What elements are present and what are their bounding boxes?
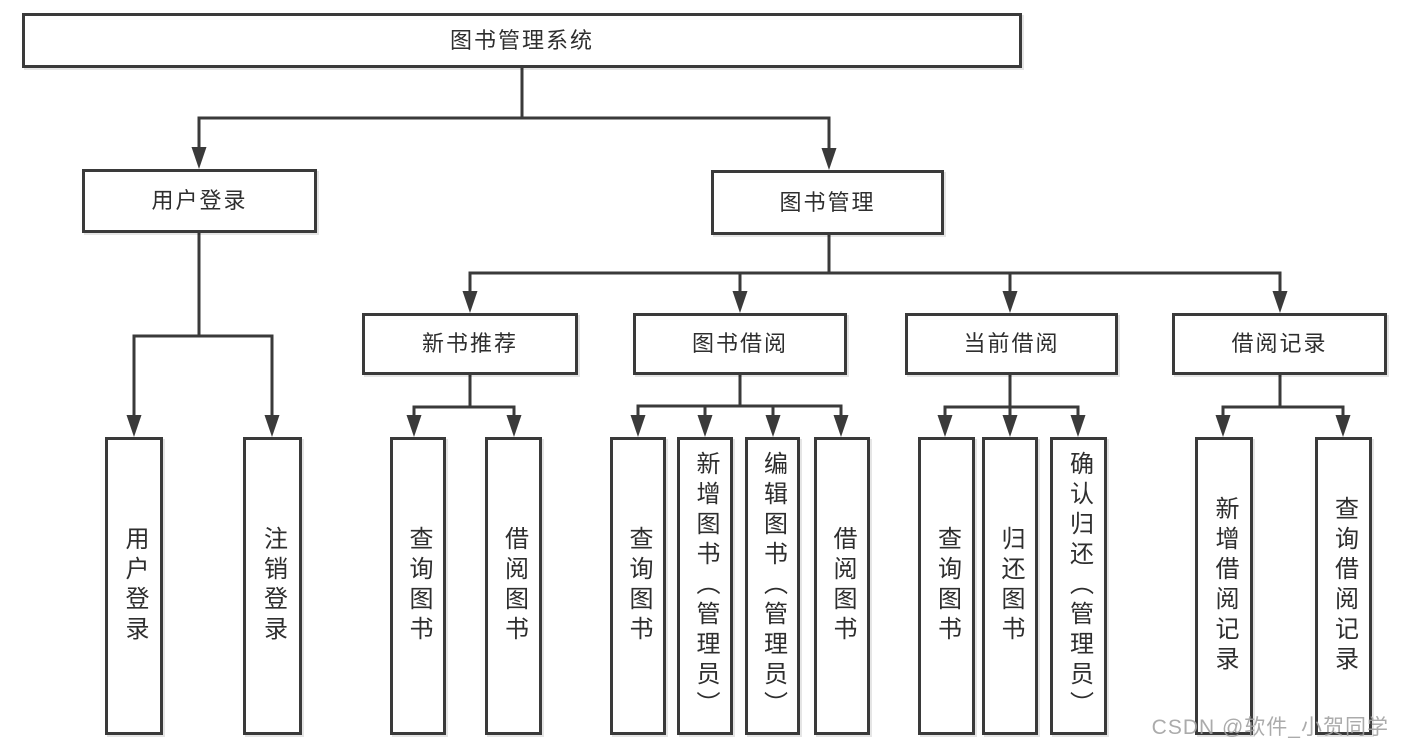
leaf-query-borrow-record: 查询借阅记录 xyxy=(1315,437,1372,735)
node-book-borrow: 图书借阅 xyxy=(633,313,847,375)
arrowhead-icon xyxy=(1335,415,1351,437)
arrowhead-icon xyxy=(1002,291,1018,313)
arrowhead-icon xyxy=(264,415,280,437)
node-label: 查询图书 xyxy=(625,526,652,646)
leaf-confirm-return-admin: 确认归还（管理员） xyxy=(1050,437,1107,735)
leaf-return-books: 归还图书 xyxy=(982,437,1038,735)
arrowhead-icon xyxy=(732,291,748,313)
node-label: 新增借阅记录 xyxy=(1211,496,1238,676)
node-label: 借阅图书 xyxy=(500,526,528,646)
arrowhead-icon xyxy=(1002,415,1018,437)
node-label: 用户登录 xyxy=(121,526,148,646)
arrowhead-icon xyxy=(406,415,422,437)
node-label: 注销登录 xyxy=(259,526,287,646)
arrowhead-icon xyxy=(937,415,953,437)
node-user-login-branch: 用户登录 xyxy=(82,169,317,233)
leaf-logout: 注销登录 xyxy=(243,437,302,735)
node-book-management-branch: 图书管理 xyxy=(711,170,944,235)
arrowhead-icon xyxy=(126,415,142,437)
arrowhead-icon xyxy=(1070,415,1086,437)
node-current-borrow: 当前借阅 xyxy=(905,313,1118,375)
node-label: 新书推荐 xyxy=(421,331,518,356)
arrowhead-icon xyxy=(821,148,837,170)
node-borrow-record: 借阅记录 xyxy=(1172,313,1387,375)
node-label: 当前借阅 xyxy=(963,331,1060,356)
leaf-query-books-borrow: 查询图书 xyxy=(610,437,666,735)
csdn-watermark: CSDN @软件_小贺同学 xyxy=(1151,716,1389,739)
leaf-add-borrow-record: 新增借阅记录 xyxy=(1195,437,1253,735)
arrowhead-icon xyxy=(1272,291,1288,313)
leaf-query-books-current: 查询图书 xyxy=(918,437,975,735)
arrowhead-icon xyxy=(462,291,478,313)
leaf-edit-books-admin: 编辑图书（管理员） xyxy=(745,437,800,735)
arrowhead-icon xyxy=(506,415,522,437)
node-label: 借阅图书 xyxy=(829,526,856,646)
arrowhead-icon xyxy=(1215,415,1231,437)
node-label: 查询借阅记录 xyxy=(1330,496,1358,676)
node-label: 确认归还（管理员） xyxy=(1065,451,1093,721)
node-new-book-recommend: 新书推荐 xyxy=(362,313,578,375)
leaf-user-login: 用户登录 xyxy=(105,437,163,735)
arrowhead-icon xyxy=(630,415,646,437)
arrowhead-icon xyxy=(697,415,713,437)
leaf-borrow-books-borrow: 借阅图书 xyxy=(814,437,870,735)
node-label: 图书管理 xyxy=(779,189,876,215)
node-label: 图书借阅 xyxy=(691,331,788,356)
node-label: 查询图书 xyxy=(933,526,961,646)
node-label: 归还图书 xyxy=(997,526,1024,646)
arrowhead-icon xyxy=(191,147,207,169)
node-label: 查询图书 xyxy=(405,526,432,646)
node-label: 编辑图书（管理员） xyxy=(759,451,787,721)
node-root-system: 图书管理系统 xyxy=(22,13,1022,68)
leaf-borrow-books-newrec: 借阅图书 xyxy=(485,437,542,735)
leaf-add-books-admin: 新增图书（管理员） xyxy=(677,437,733,735)
arrowhead-icon xyxy=(765,415,781,437)
node-label: 用户登录 xyxy=(151,188,248,213)
node-label: 图书管理系统 xyxy=(449,27,594,53)
node-label: 新增图书（管理员） xyxy=(692,451,719,721)
node-label: 借阅记录 xyxy=(1231,331,1328,356)
leaf-query-books-newrec: 查询图书 xyxy=(390,437,446,735)
arrowhead-icon xyxy=(833,415,849,437)
